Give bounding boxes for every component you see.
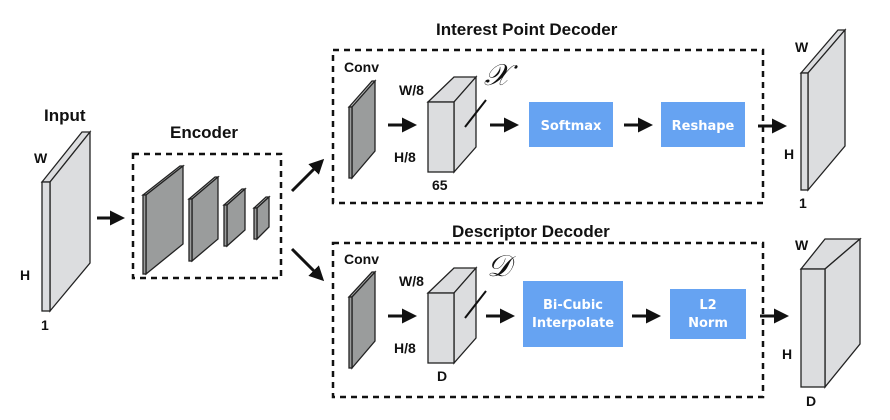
- input-plane-front: [41, 181, 51, 312]
- interest-output-w-label: W: [795, 39, 809, 55]
- softmax-label: Softmax: [541, 119, 602, 134]
- interest-tensor-depth-label: 65: [432, 177, 448, 193]
- arrow-encoder-to-interest: [290, 158, 325, 193]
- input-depth-label: 1: [41, 317, 49, 333]
- interest-output-depth-label: 1: [799, 195, 807, 211]
- descriptor-decoder-title: Descriptor Decoder: [452, 222, 610, 241]
- interest-conv-label: Conv: [344, 59, 379, 75]
- bicubic-label-line1: Bi-Cubic: [543, 298, 603, 313]
- descriptor-output-h-label: H: [782, 346, 792, 362]
- input-block: Input W H 1: [20, 106, 92, 333]
- interest-output-plane: [799, 28, 847, 192]
- encoder-layer-2: [187, 175, 220, 263]
- descriptor-output-depth-label: D: [806, 393, 816, 409]
- descriptor-tensor-symbol: 𝒟: [487, 249, 516, 284]
- descriptor-decoder-dashed-frame: [331, 241, 765, 399]
- input-w-label: W: [34, 150, 48, 166]
- l2norm-label-line2: Norm: [688, 316, 728, 331]
- descriptor-tensor-depth-label: D: [437, 368, 447, 384]
- softmax-box: Softmax: [529, 102, 613, 147]
- interest-tensor-x: [426, 75, 487, 174]
- descriptor-tensor-d: [426, 266, 487, 365]
- input-title: Input: [44, 106, 86, 125]
- descriptor-decoder: Descriptor Decoder Conv W/8 H/8 D 𝒟 Bi-C…: [331, 222, 765, 399]
- interest-decoder-title: Interest Point Decoder: [436, 20, 618, 39]
- input-plane-side: [49, 130, 91, 313]
- input-h-label: H: [20, 267, 30, 283]
- descriptor-tensor-w-label: W/8: [399, 273, 424, 289]
- encoder-layer-1: [141, 164, 185, 276]
- descriptor-output-block: [799, 237, 862, 389]
- encoder-title: Encoder: [170, 123, 238, 142]
- encoder-layer-3: [222, 187, 247, 248]
- l2-norm-box: L2 Norm: [670, 289, 746, 339]
- interest-tensor-symbol: 𝒳: [484, 58, 518, 93]
- encoder-layer-4: [252, 195, 271, 241]
- bicubic-label-line2: Interpolate: [532, 316, 614, 331]
- descriptor-tensor-h-label: H/8: [394, 340, 416, 356]
- descriptor-output-w-label: W: [795, 237, 809, 253]
- l2norm-label-line1: L2: [699, 298, 716, 313]
- encoder-block: Encoder: [131, 123, 283, 280]
- interest-point-decoder: Interest Point Decoder Conv W/8 H/8 65 𝒳…: [331, 20, 765, 205]
- reshape-label: Reshape: [672, 119, 735, 134]
- descriptor-conv-plane: [347, 270, 377, 370]
- interest-output-h-label: H: [784, 146, 794, 162]
- interest-conv-plane: [347, 79, 377, 180]
- arrow-encoder-to-descriptor: [290, 247, 325, 282]
- reshape-box: Reshape: [661, 102, 745, 147]
- encoder-dashed-frame: [131, 152, 283, 280]
- interest-tensor-h-label: H/8: [394, 149, 416, 165]
- descriptor-conv-label: Conv: [344, 251, 379, 267]
- interest-tensor-w-label: W/8: [399, 82, 424, 98]
- bicubic-interpolate-box: Bi-Cubic Interpolate: [523, 281, 623, 347]
